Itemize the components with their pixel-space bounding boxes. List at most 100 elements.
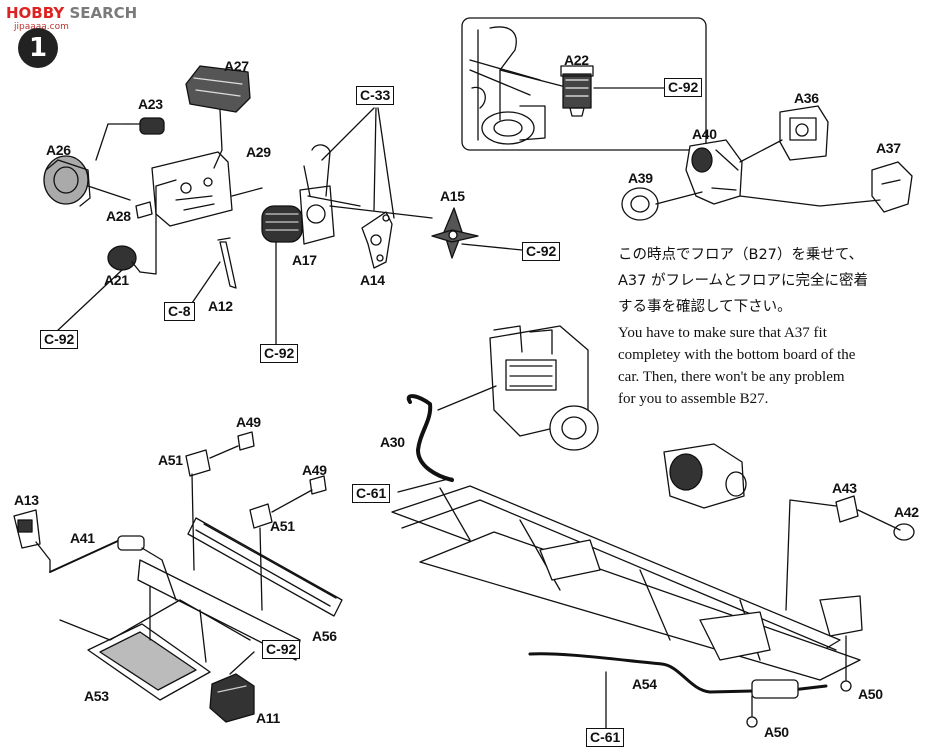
part-a17-water-pump xyxy=(261,144,335,245)
callout-c92-a21: C-92 xyxy=(40,330,79,349)
a22-guide-line xyxy=(499,69,563,87)
watermark-logo: HOBBY SEARCH xyxy=(6,4,137,22)
a49b-guide-line xyxy=(271,489,313,513)
part-a54-exhaust-pipe xyxy=(528,652,828,699)
engine-assembly xyxy=(489,325,599,451)
callout-c61-a54: C-61 xyxy=(586,728,625,747)
c33-pointer-lines xyxy=(321,107,395,219)
callout-c92-a17: C-92 xyxy=(260,344,299,363)
part-a49-clip-left xyxy=(237,431,255,451)
part-a21-sender xyxy=(107,245,141,273)
part-a13-bracket xyxy=(13,509,41,549)
part-a50-hanger-right xyxy=(840,680,852,692)
part-a41-rod xyxy=(49,535,145,573)
a49a-guide-line xyxy=(209,445,239,459)
c92-a21-line xyxy=(55,269,123,333)
c92-a15-line xyxy=(461,243,523,251)
note-jp-line-1: この時点でフロア（B27）を乗せて、 xyxy=(618,247,864,263)
label-a49-left: A49 xyxy=(236,414,261,430)
callout-c33: C-33 xyxy=(356,86,395,105)
detail-inset-frame xyxy=(461,17,707,151)
part-a51-clip-right xyxy=(249,503,273,529)
a23-guide-line xyxy=(95,123,129,161)
part-a50-hanger-left xyxy=(746,716,758,728)
part-a27-rocker-cover xyxy=(185,65,251,113)
label-a22: A22 xyxy=(564,52,589,68)
callout-c92-a15: C-92 xyxy=(522,242,561,261)
part-a49-clip-right xyxy=(309,475,327,495)
frame-chassis xyxy=(391,485,863,681)
a50-guide-lines xyxy=(751,635,847,717)
note-en-line-1: You have to make sure that A37 fit xyxy=(618,325,827,341)
label-a56: A56 xyxy=(312,628,337,644)
label-a14: A14 xyxy=(360,272,385,288)
label-a49-right: A49 xyxy=(302,462,327,478)
label-a51-left: A51 xyxy=(158,452,183,468)
note-en-line-3: car. Then, there won't be any problem xyxy=(618,369,845,385)
part-a22-oil-filter xyxy=(560,65,594,117)
part-a56-crossmember xyxy=(187,517,343,617)
label-a26: A26 xyxy=(46,142,71,158)
part-a14-bracket xyxy=(361,211,393,269)
label-a54: A54 xyxy=(632,676,657,692)
a51b-guide-line xyxy=(259,527,263,611)
note-en-line-2: completey with the bottom board of the xyxy=(618,347,856,363)
part-a12-dipstick xyxy=(217,237,237,289)
part-a29-gasket xyxy=(151,151,233,227)
label-a15: A15 xyxy=(440,188,465,204)
a43-frame-line xyxy=(785,499,837,611)
label-a23: A23 xyxy=(138,96,163,112)
part-a39-ring xyxy=(621,187,659,221)
part-a28-bracket xyxy=(135,201,153,219)
part-a26-pulley-housing xyxy=(43,155,91,207)
watermark-url: jipaaaa.com xyxy=(14,22,69,32)
note-jp-line-2: A37 がフレームとフロアに完全に密着 xyxy=(618,273,869,289)
watermark-brand-a: HOBBY xyxy=(6,4,65,22)
a14-guide-line xyxy=(329,205,433,219)
part-a37-mount-bracket xyxy=(871,161,913,213)
a27-guide-line xyxy=(213,109,223,169)
note-en-line-4: for you to assemble B27. xyxy=(618,391,769,407)
label-a50-right: A50 xyxy=(858,686,883,702)
a41-frame-line xyxy=(141,547,177,601)
part-a40-transmission xyxy=(685,139,743,205)
label-a40: A40 xyxy=(692,126,717,142)
label-a17: A17 xyxy=(292,252,317,268)
label-a50-left: A50 xyxy=(764,724,789,740)
watermark-brand-b: SEARCH xyxy=(69,4,138,22)
a40-a36-line xyxy=(739,139,783,163)
label-a41: A41 xyxy=(70,530,95,546)
part-a43-mount xyxy=(835,495,859,523)
label-a39: A39 xyxy=(628,170,653,186)
step-number-badge: 1 xyxy=(18,28,58,68)
callout-c61-a30: C-61 xyxy=(352,484,391,503)
a13-a41-line xyxy=(35,541,51,573)
a43-guide-line xyxy=(857,509,901,531)
label-a29: A29 xyxy=(246,144,271,160)
part-a11-transmission xyxy=(209,673,255,723)
label-a28: A28 xyxy=(106,208,131,224)
callout-c92-a11: C-92 xyxy=(262,640,301,659)
a21-guide-line xyxy=(139,179,177,275)
note-jp-line-3: する事を確認して下さい。 xyxy=(618,299,792,315)
label-a36: A36 xyxy=(794,90,819,106)
label-a30: A30 xyxy=(380,434,405,450)
part-a23-sensor xyxy=(127,117,165,135)
label-a21: A21 xyxy=(104,272,129,288)
label-a27: A27 xyxy=(224,58,249,74)
c92-a11-line xyxy=(229,651,255,675)
a30-guide-line xyxy=(437,385,497,411)
label-a37: A37 xyxy=(876,140,901,156)
a37-guide-line xyxy=(739,195,881,207)
a17-guide-line xyxy=(307,195,361,207)
part-a51-clip-left xyxy=(185,449,211,477)
a51a-guide-line xyxy=(191,473,195,571)
callout-c8: C-8 xyxy=(164,302,195,321)
a39-guide-line xyxy=(655,191,703,205)
label-a12: A12 xyxy=(208,298,233,314)
callout-c92-a22: C-92 xyxy=(664,78,703,97)
part-a53-rail xyxy=(59,559,301,701)
c61-a30-line xyxy=(397,477,453,493)
a29-guide-line xyxy=(231,187,263,197)
